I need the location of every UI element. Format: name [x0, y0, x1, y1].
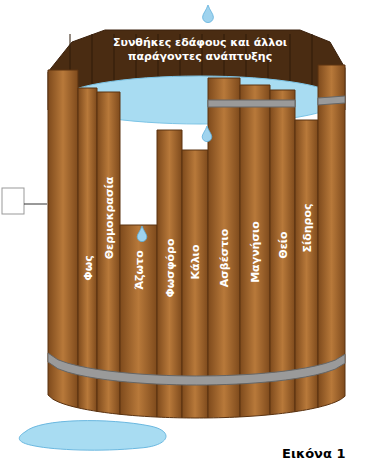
empty-box	[2, 188, 24, 214]
front-staves	[48, 65, 345, 418]
barrel-stave: Θείο	[270, 90, 295, 368]
barrel-stave: Κάλιο	[182, 150, 208, 374]
barrel-stave-shape	[97, 92, 120, 414]
barrel-stave-shape	[240, 85, 270, 417]
barrel-heading-label: Συνθήκες εδάφους και άλλοι παράγοντες αν…	[110, 36, 290, 64]
stave-label: Φωσφόρο	[163, 238, 176, 297]
water-drop	[202, 126, 212, 142]
stave-label: Άζωτο	[132, 250, 145, 289]
barrel-stave: Θερμοκρασία	[97, 92, 120, 367]
barrel-stave: Φωσφόρο	[157, 130, 182, 373]
stave-label: Θερμοκρασία	[102, 177, 115, 260]
barrel-stave-shape	[78, 88, 97, 411]
barrel-stave: Άζωτο	[120, 225, 157, 370]
barrel-stave-shape	[318, 65, 345, 407]
barrel-stave-shape	[208, 78, 240, 418]
barrel-stave: Ασβέστιο	[208, 78, 240, 373]
barrel-stave-shape	[270, 90, 295, 415]
water-puddle	[19, 421, 166, 451]
leader-line	[24, 204, 47, 205]
stave-label: Σίδηρος	[300, 203, 313, 252]
figure-caption: Εικόνα 1	[282, 446, 345, 461]
barrel-stave-shape	[120, 225, 157, 417]
stave-label: Φως	[81, 255, 94, 280]
water-drop	[203, 5, 214, 23]
barrel-stave-shape	[157, 130, 182, 418]
stave-label: Ασβέστιο	[218, 229, 231, 288]
hoop	[48, 353, 345, 385]
stave-label: Θείο	[276, 231, 289, 258]
water-drop	[137, 226, 147, 242]
barrel-stave: Φως	[78, 88, 97, 364]
hoop	[318, 96, 345, 105]
barrel-hoops	[48, 96, 345, 385]
barrel-stave: Σίδηρος	[295, 120, 318, 363]
stave-label: Κάλιο	[189, 245, 202, 280]
hoop	[208, 100, 295, 107]
barrel-stave: Μαγνήσιο	[240, 85, 270, 371]
stave-label: Μαγνήσιο	[249, 221, 262, 283]
